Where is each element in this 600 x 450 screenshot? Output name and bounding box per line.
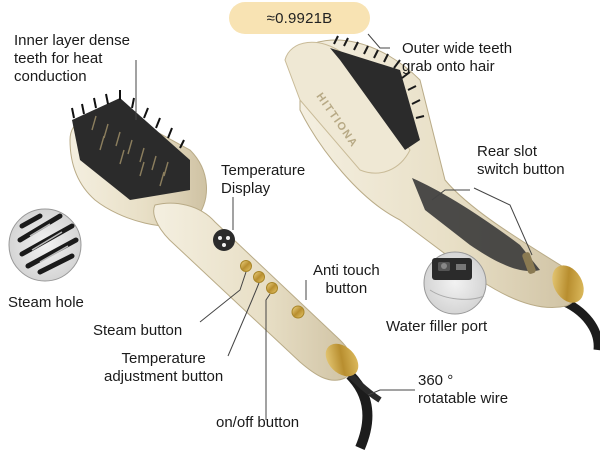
outer-wide-teeth (330, 35, 425, 150)
water-tank-window (412, 178, 540, 272)
front-gold-ring (325, 343, 359, 377)
front-brush (69, 90, 382, 450)
label-anti-touch: Anti touch button (313, 262, 380, 297)
label-onoff: on/off button (216, 414, 300, 431)
anti-touch-button-icon[interactable] (291, 305, 305, 319)
label-rear-slot: Rear slot switch button (477, 143, 565, 178)
label-water-port: Water filler port (386, 318, 488, 335)
label-wire: 360 ° rotatable wire (418, 372, 509, 407)
steam-hole-zoom (8, 208, 82, 282)
leader-lines (135, 33, 533, 420)
rear-head (284, 41, 411, 174)
label-steam-hole: Steam hole (8, 294, 84, 311)
front-handle (153, 202, 354, 381)
rear-gold-ring (552, 265, 584, 303)
label-inner-teeth: Inner layer dense teeth for heat conduct… (14, 32, 130, 85)
temperature-display (213, 229, 235, 251)
label-temperature-display: Temperature Display (221, 162, 306, 197)
rear-brush: HITTIONA (284, 35, 600, 351)
label-temperature-adjust: Temperature adjustment button (104, 350, 224, 385)
power-button-icon[interactable] (266, 282, 278, 294)
label-steam-button: Steam button (93, 322, 183, 339)
inner-dense-teeth (71, 90, 190, 200)
temperature-adjust-button-icon[interactable] (253, 271, 265, 283)
value-badge: ≈0.9921B (229, 2, 370, 34)
rear-cord (558, 295, 600, 351)
rear-slot-switch-icon (522, 252, 536, 274)
label-outer-teeth: Outer wide teeth grab onto hair (402, 40, 513, 75)
water-port-zoom (423, 251, 487, 315)
steam-button-icon[interactable] (240, 260, 252, 272)
